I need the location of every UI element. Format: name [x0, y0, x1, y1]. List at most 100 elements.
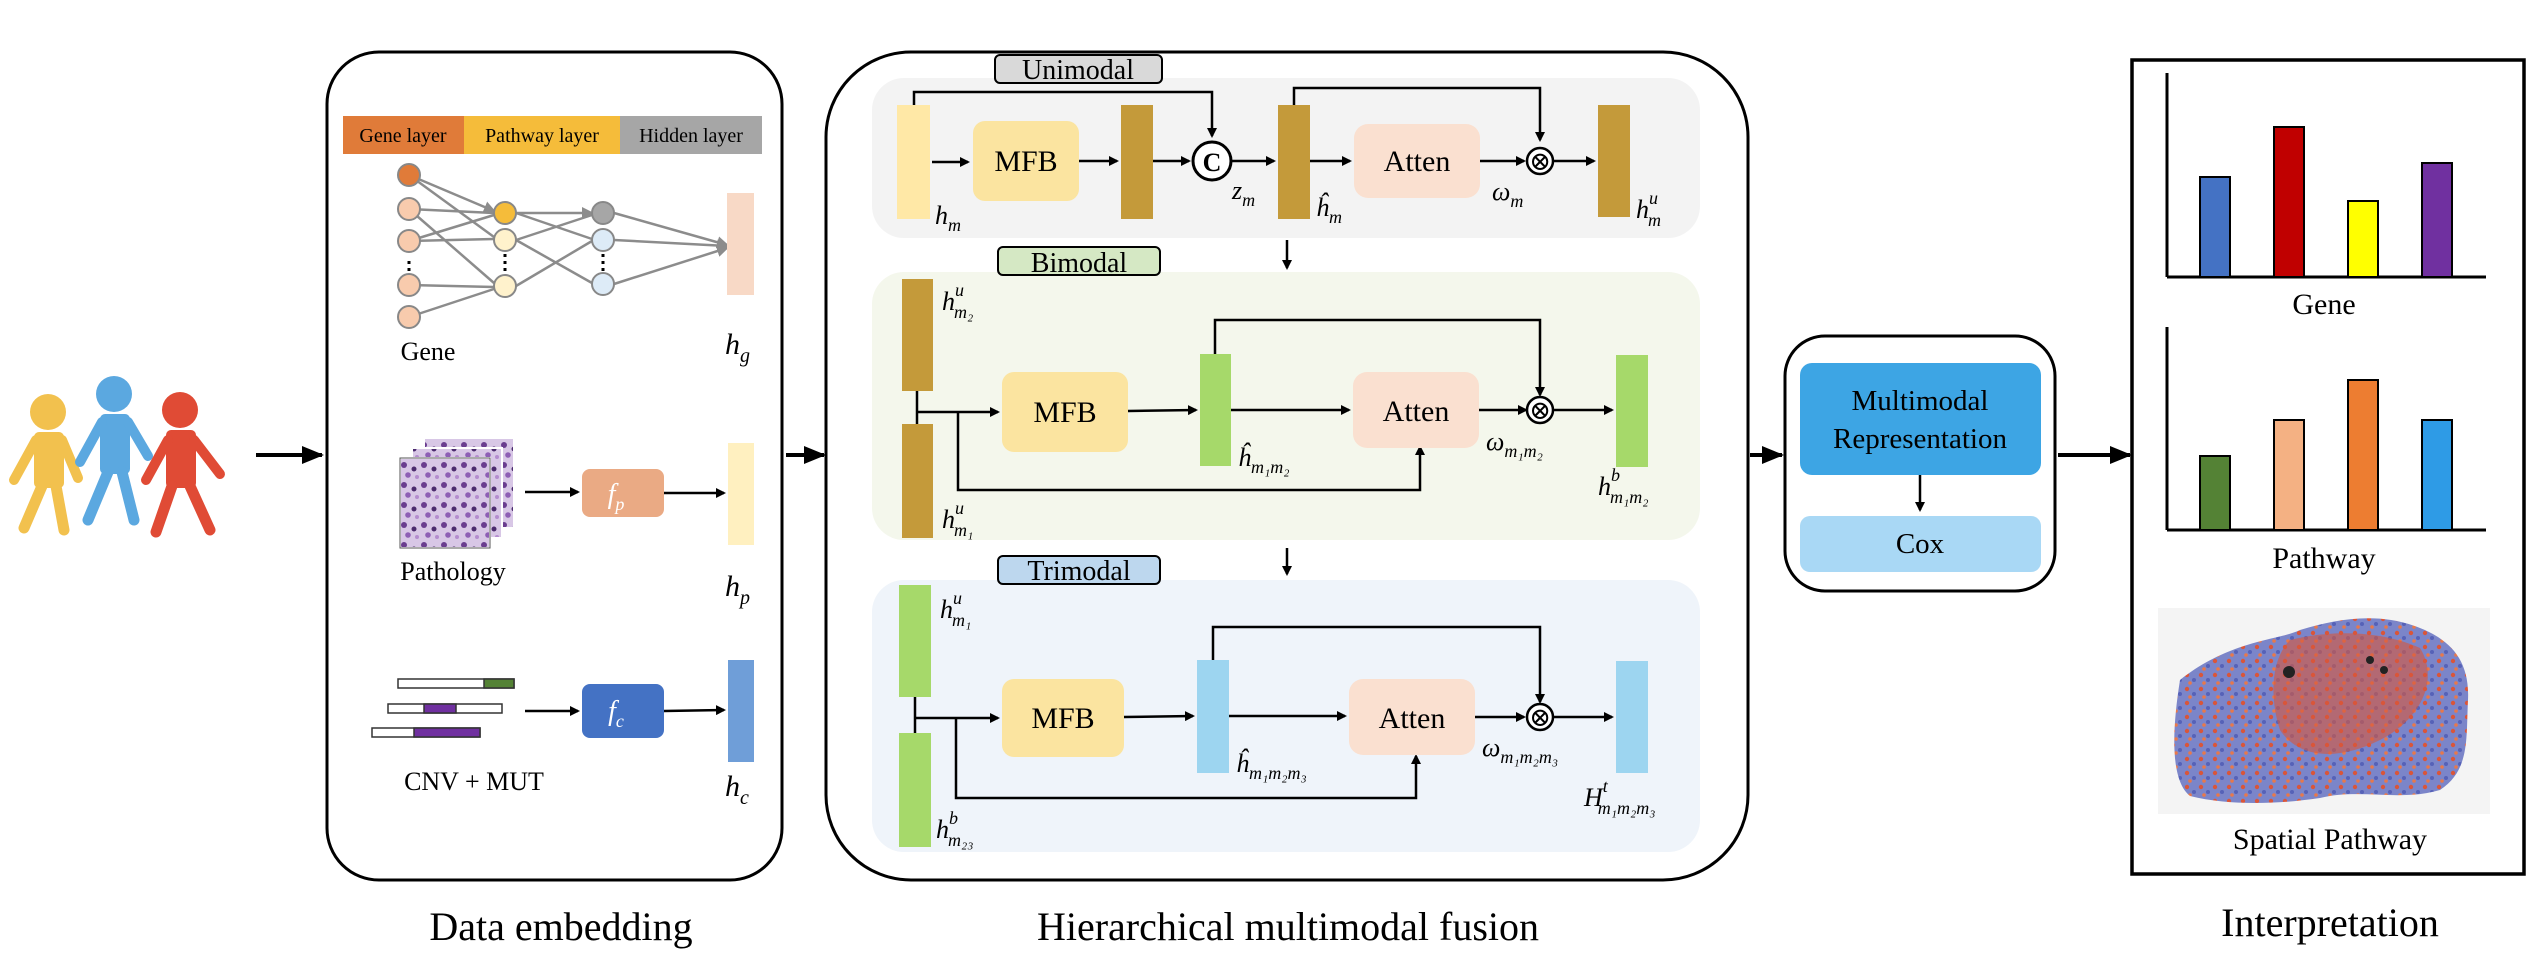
fp-encoder: [582, 469, 664, 517]
mfb-bimodal: [1002, 372, 1128, 452]
mfb-out-bar-unimodal: [1121, 105, 1153, 219]
pathway-chart-label: Pathway: [2272, 542, 2375, 575]
hg-label: hg: [725, 328, 750, 367]
trimodal-title: Trimodal: [1027, 556, 1130, 587]
representation-panel: Multimodal Representation Cox: [1783, 334, 2057, 593]
atten-bimodal-label: Atten: [1383, 395, 1450, 428]
pathology-label: Pathology: [400, 557, 505, 586]
cnv-mut-label: CNV + MUT: [404, 767, 544, 796]
atten-bimodal: [1353, 372, 1479, 448]
spatial-pathway-label: Spatial Pathway: [2233, 823, 2427, 856]
cnv-mut-tracks: [371, 678, 515, 738]
atten-trimodal-label: Atten: [1379, 702, 1446, 735]
representation-line2: Representation: [1833, 423, 2007, 455]
zm-label: zm: [1231, 176, 1255, 210]
hhat-m-label: ĥm: [1316, 193, 1342, 227]
fusion-panel: Unimodal hm MFB C zm ĥm Atten ⊗ ωm: [824, 50, 1750, 882]
gene-bar-1: [2199, 176, 2231, 278]
fc-encoder: [582, 684, 664, 738]
gene-nodes: [397, 163, 615, 329]
gene-layer-legend: [343, 116, 464, 154]
multimodal-representation-box: [1800, 363, 2041, 475]
atten-trimodal: [1349, 679, 1475, 755]
unimodal-title: Unimodal: [1022, 55, 1134, 86]
atten-unimodal-label: Atten: [1384, 145, 1451, 178]
hc-embedding-bar: [728, 660, 754, 762]
svg-text:⊗: ⊗: [1529, 396, 1551, 425]
hm-label: hm: [935, 201, 961, 235]
cox-label: Cox: [1896, 528, 1945, 560]
Ht-bar: [1616, 661, 1648, 773]
gene-bar-3: [2347, 200, 2379, 278]
gene-label: Gene: [401, 337, 456, 366]
hhat-m1m2m3-label: ĥm₁m₂m₃: [1236, 749, 1307, 783]
hm-bar: [897, 105, 930, 219]
svg-text:⊗: ⊗: [1529, 703, 1551, 732]
hb-m23-bar: [899, 733, 931, 847]
mfb-unimodal: [973, 121, 1079, 201]
gene-importance-chart: [2165, 73, 2486, 279]
gene-chart-label: Gene: [2292, 288, 2355, 321]
pathway-bar-4: [2421, 419, 2453, 531]
hu-m-bar: [1598, 105, 1630, 217]
hb-m1m2-bar: [1616, 355, 1648, 467]
gene-bar-4: [2421, 162, 2453, 278]
fusion-caption: Hierarchical multimodal fusion: [1037, 904, 1539, 949]
fc-to-hc-arrow: [663, 705, 726, 716]
hu-m2-bar: [902, 279, 933, 391]
interpretation-caption: Interpretation: [2221, 900, 2439, 945]
mfb-trimodal-label: MFB: [1031, 702, 1094, 735]
hhat-m-bar: [1278, 105, 1310, 219]
cox-box: [1800, 516, 2041, 572]
pathway-layer-label: Pathway layer: [485, 125, 599, 147]
svg-text:⊗: ⊗: [1529, 147, 1551, 176]
omega-m1m2-label: ωm₁m₂: [1486, 427, 1543, 461]
pathology-slides: [399, 437, 515, 549]
pathway-bar-1: [2199, 455, 2231, 531]
pathway-importance-chart: [2165, 327, 2486, 532]
data-embedding-panel: Gene layer Pathway layer Hidden layer: [325, 50, 784, 882]
omega-m-label: ωm: [1492, 177, 1523, 211]
hu-m1-bar: [902, 424, 933, 538]
atten-unimodal: [1354, 124, 1480, 198]
pathway-bar-2: [2273, 419, 2305, 531]
fc-label: fc: [608, 696, 624, 731]
mfb-bimodal-label: MFB: [1033, 396, 1096, 429]
gene-bar-2: [2273, 126, 2305, 278]
spatial-pathway-image: [2158, 608, 2490, 814]
hu-m1-tri-bar: [899, 585, 931, 697]
hg-embedding-bar: [727, 193, 754, 295]
unimodal-block: Unimodal hm MFB C zm ĥm Atten ⊗ ωm: [872, 54, 1700, 238]
hhat-m1m2-label: ĥm₁m₂: [1238, 443, 1290, 477]
pathway-layer-legend: [464, 116, 620, 154]
mfb-trimodal: [1002, 679, 1124, 757]
interpretation-panel: Gene Pathway Spatial Pathway: [2130, 58, 2526, 876]
hhat-m1m2-bar: [1200, 354, 1231, 466]
gene-network: [407, 173, 729, 319]
pathway-bar-3: [2347, 379, 2379, 531]
hidden-layer-legend: [620, 116, 762, 154]
data-embedding-caption: Data embedding: [429, 904, 692, 949]
representation-line1: Multimodal: [1852, 385, 1989, 417]
patients-icon: [9, 376, 225, 538]
mfb-unimodal-label: MFB: [994, 145, 1057, 178]
hidden-layer-label: Hidden layer: [639, 125, 743, 147]
hp-embedding-bar: [728, 443, 754, 545]
omega-m1m2m3-label: ωm₁m₂m₃: [1482, 733, 1558, 767]
hc-label: hc: [725, 770, 749, 809]
svg-text:C: C: [1203, 148, 1222, 177]
bimodal-title: Bimodal: [1031, 248, 1128, 279]
fp-label: fp: [608, 479, 625, 514]
hhat-m1m2m3-bar: [1197, 660, 1229, 773]
hp-label: hp: [725, 570, 750, 609]
